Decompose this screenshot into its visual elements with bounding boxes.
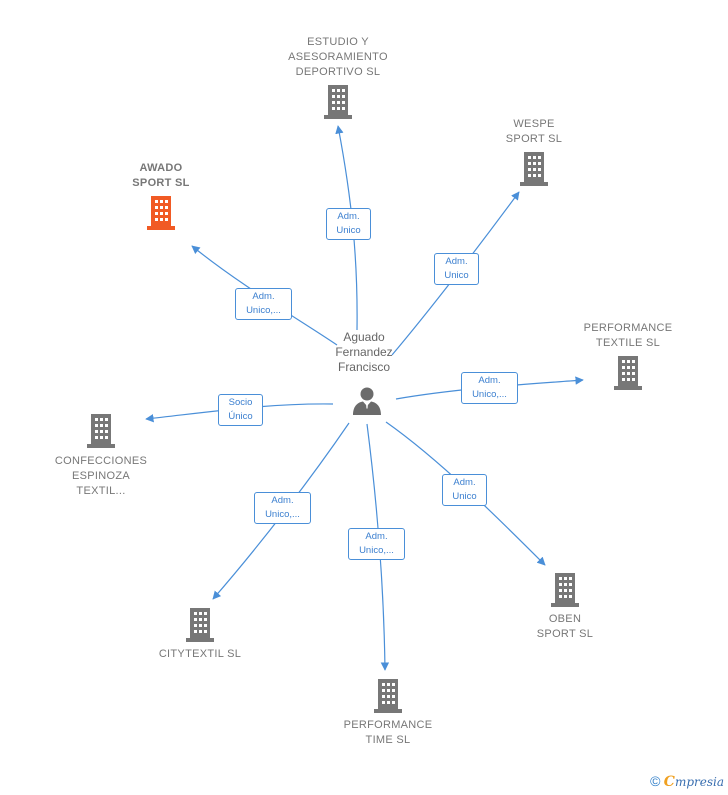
company-name[interactable]: WESPE SPORT SL: [505, 118, 563, 145]
edge-label-performance-time[interactable]: Adm. Unico,...: [348, 528, 405, 560]
building-icon[interactable]: [184, 607, 216, 643]
copyright-icon: ©: [650, 773, 661, 789]
footer-brand[interactable]: © Cmpresia: [650, 773, 724, 790]
company-name[interactable]: ESTUDIO Y ASESORAMIENTO DEPORTIVO SL: [288, 36, 388, 78]
building-icon[interactable]: [518, 151, 550, 187]
company-name[interactable]: OBEN SPORT SL: [536, 613, 594, 640]
company-name[interactable]: PERFORMANCE TIME SL: [343, 719, 433, 746]
brand-initial: C: [663, 774, 675, 790]
company-name[interactable]: PERFORMANCE TEXTILE SL: [583, 322, 673, 349]
edge-label-wespe[interactable]: Adm. Unico: [434, 253, 479, 285]
edge-label-estudio[interactable]: Adm. Unico: [326, 208, 371, 240]
edge-label-awado[interactable]: Adm. Unico,...: [235, 288, 292, 320]
building-icon[interactable]: [145, 195, 177, 231]
brand-name: mpresia: [674, 775, 724, 789]
edge-label-citytextil[interactable]: Adm. Unico,...: [254, 492, 311, 524]
building-icon[interactable]: [85, 413, 117, 449]
edge-label-confecciones[interactable]: Socio Único: [218, 394, 263, 426]
company-name[interactable]: CITYTEXTIL SL: [158, 648, 242, 660]
company-name[interactable]: CONFECCIONES ESPINOZA TEXTIL...: [54, 455, 148, 497]
building-icon[interactable]: [372, 678, 404, 714]
person-name[interactable]: Aguado Fernandez Francisco: [335, 330, 393, 374]
building-icon[interactable]: [549, 572, 581, 608]
edge-label-oben[interactable]: Adm. Unico: [442, 474, 487, 506]
building-icon[interactable]: [322, 84, 354, 120]
person-icon[interactable]: [352, 386, 382, 416]
edge-label-performance-textile[interactable]: Adm. Unico,...: [461, 372, 518, 404]
company-name[interactable]: AWADO SPORT SL: [132, 162, 190, 189]
building-icon[interactable]: [612, 355, 644, 391]
